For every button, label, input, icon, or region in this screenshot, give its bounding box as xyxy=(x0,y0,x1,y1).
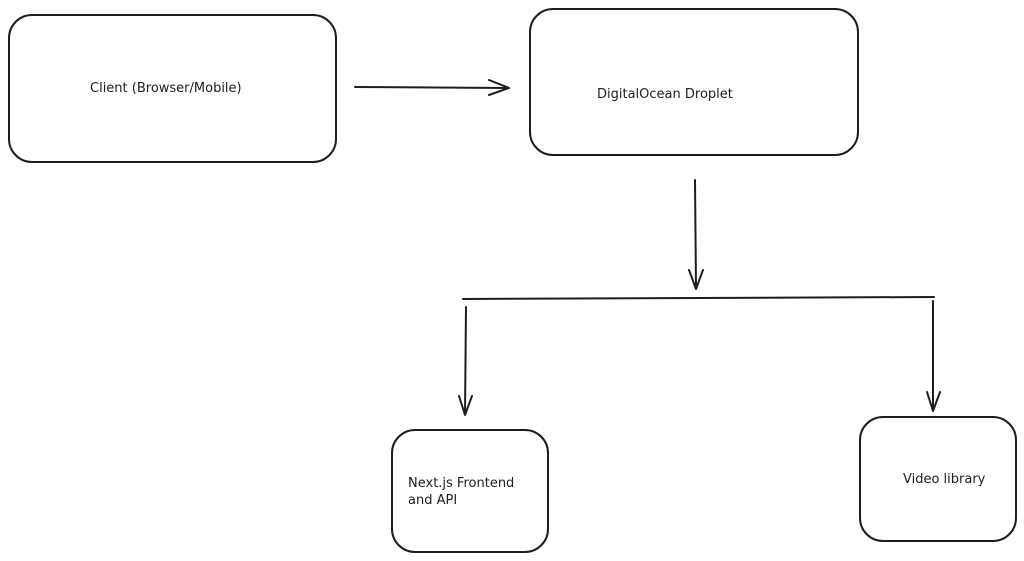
branch-line xyxy=(462,296,935,300)
node-client-label: Client (Browser/Mobile) xyxy=(90,81,242,96)
arrow-client-to-droplet xyxy=(354,79,510,96)
node-nextjs-label: Next.js Frontend and API xyxy=(408,476,515,508)
arrow-to-video-library xyxy=(926,300,941,412)
arrow-droplet-down xyxy=(688,179,704,290)
node-droplet-label: DigitalOcean Droplet xyxy=(597,87,733,102)
node-video-label: Video library xyxy=(903,472,986,487)
node-digitalocean-droplet[interactable]: DigitalOcean Droplet xyxy=(529,8,859,156)
node-video-library[interactable]: Video library xyxy=(859,416,1017,542)
node-nextjs-frontend-api[interactable]: Next.js Frontend and API xyxy=(391,429,549,553)
arrow-to-nextjs xyxy=(458,306,473,416)
node-client[interactable]: Client (Browser/Mobile) xyxy=(8,14,337,163)
